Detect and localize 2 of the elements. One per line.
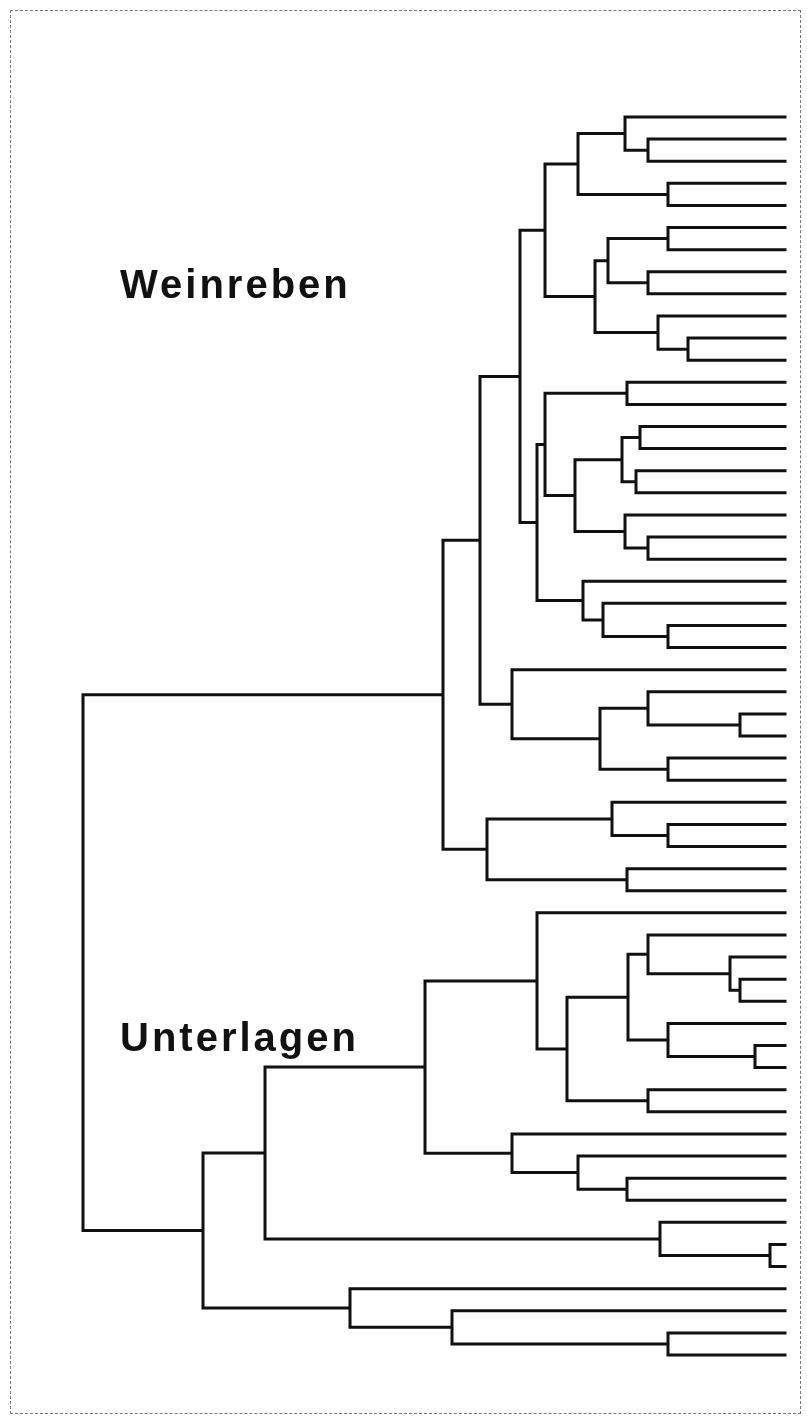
group-label: Unterlagen <box>120 1015 359 1060</box>
group-label: Weinreben <box>120 262 351 307</box>
